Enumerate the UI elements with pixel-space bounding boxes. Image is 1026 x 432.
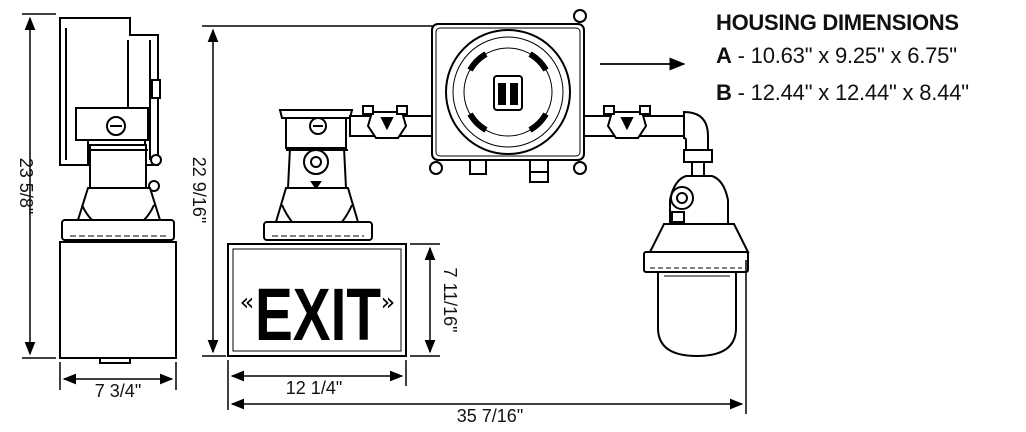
side-height-label: 23 5/8" [16,158,36,214]
sign-height-label: 7 11/16" [440,267,460,332]
housing-row-a-letter: A [716,43,732,68]
side-width-dimension [59,362,177,390]
chevron-right-icon: » [381,288,396,316]
chevron-left-icon: « [240,288,255,316]
housing-row-b-text: - 12.44" x 12.44" x 8.44" [732,80,969,105]
housing-row-a: A - 10.63" x 9.25" x 6.75" [716,43,957,68]
housing-row-b: B - 12.44" x 12.44" x 8.44" [716,80,969,105]
front-view-fixture [263,109,373,241]
sign-width-label: 12 1/4" [286,378,342,398]
front-height-dimension [202,25,440,357]
total-width-dimension [230,260,747,414]
sign-width-dimension [227,360,407,410]
total-width-label: 35 7/16" [457,406,523,426]
sign-height-dimension [410,243,440,357]
housing-dimensions-title: HOUSING DIMENSIONS [716,10,959,35]
exit-sign-text: EXIT [255,273,381,356]
exit-sign-panel [227,243,407,357]
conduit-assembly [349,105,713,176]
junction-box [429,9,587,183]
remote-lamp-head [643,175,750,358]
front-height-label: 22 9/16" [189,157,209,223]
side-width-label: 7 3/4" [95,381,141,401]
housing-row-a-text: - 10.63" x 9.25" x 6.75" [732,43,957,68]
side-height-dimension [22,13,56,359]
side-view-fixture [59,17,177,364]
housing-row-b-letter: B [716,80,732,105]
